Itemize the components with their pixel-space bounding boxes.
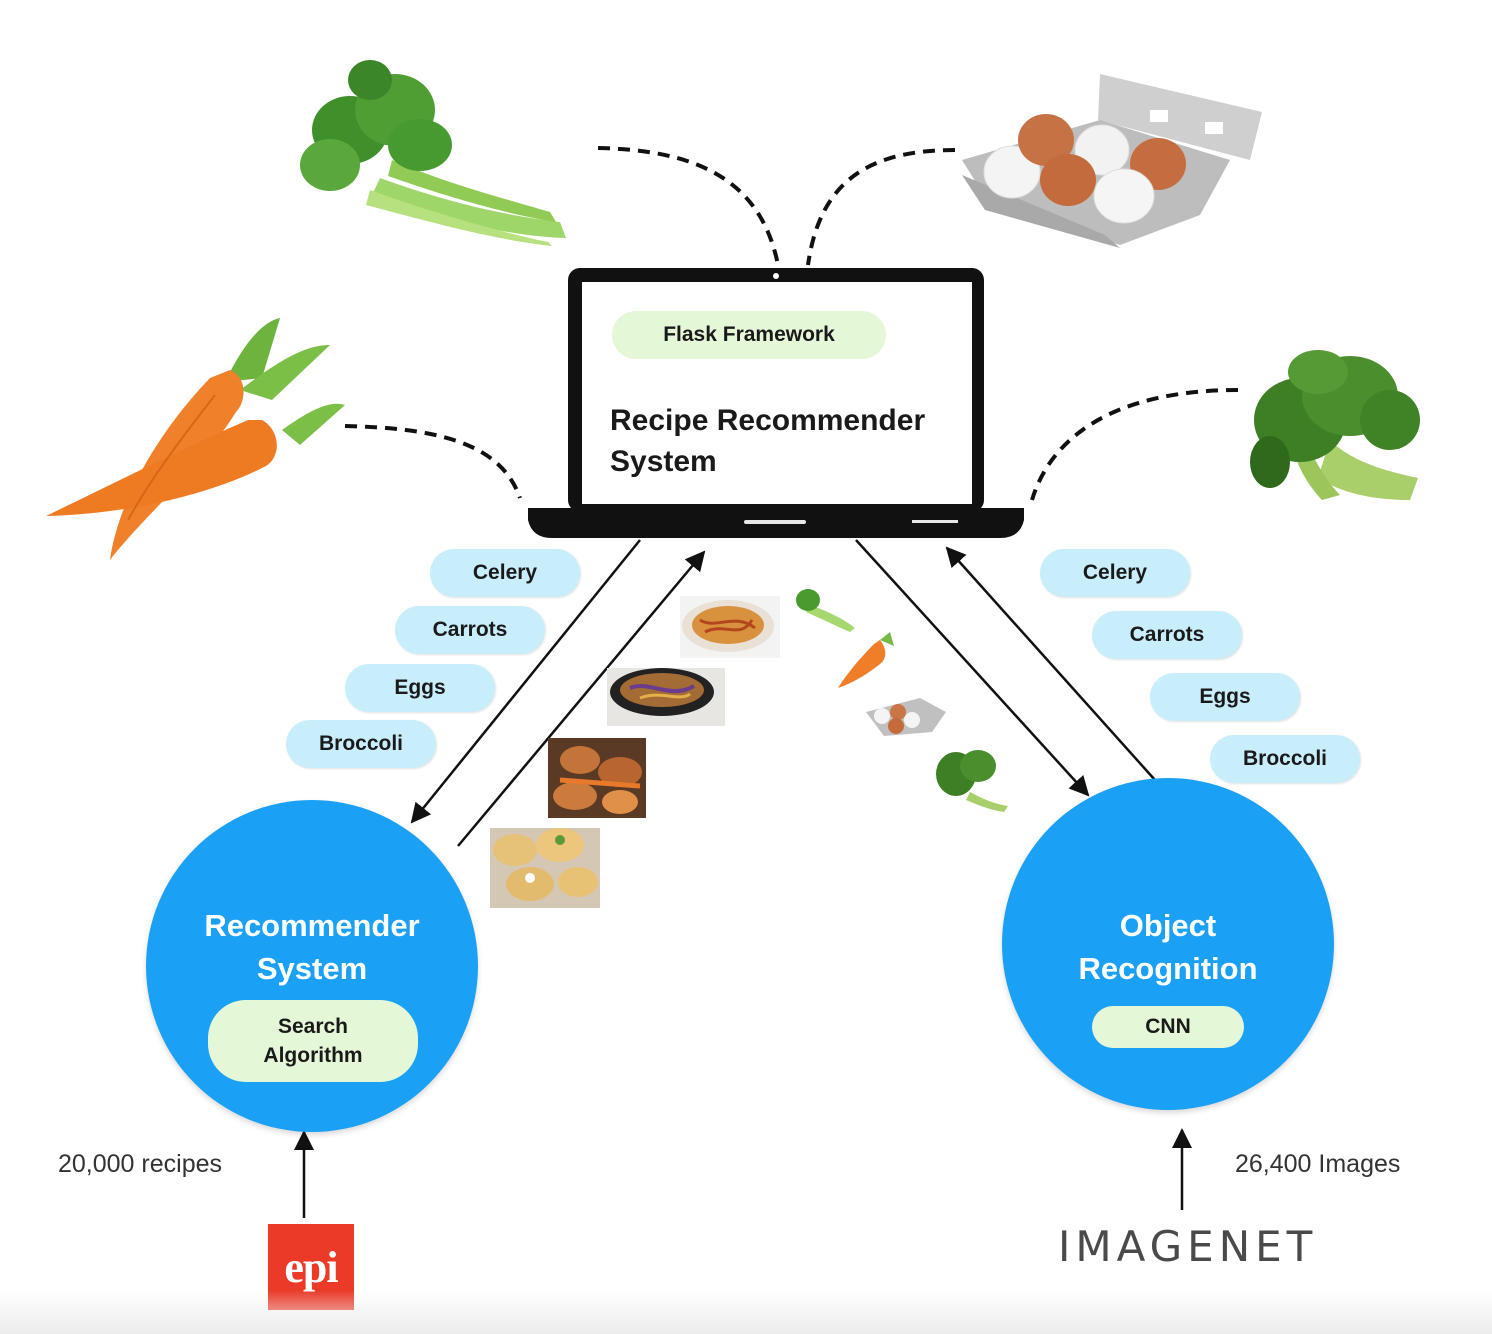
right-ingredient-label: Broccoli bbox=[1242, 747, 1328, 770]
recognition-to-laptop-arrow bbox=[945, 546, 1156, 781]
dumplings-dish-thumbnail bbox=[490, 828, 600, 908]
recipes-count-caption: 20,000 recipes bbox=[58, 1150, 223, 1178]
flow-arrows bbox=[294, 539, 1192, 1218]
eggs-thumbnail bbox=[866, 698, 946, 736]
carrots-connector bbox=[344, 424, 522, 499]
right-ingredient-pill: Eggs bbox=[1150, 673, 1300, 721]
right-ingredient-label: Celery bbox=[1082, 561, 1148, 584]
recognition-title-line1: Object bbox=[1119, 908, 1217, 943]
imagenet-logo: IMAGENET bbox=[1058, 1222, 1317, 1271]
broccoli-thumbnail bbox=[936, 750, 1008, 812]
right-ingredient-label: Carrots bbox=[1129, 623, 1205, 646]
left-ingredient-label: Eggs bbox=[394, 676, 446, 699]
left-ingredient-label: Broccoli bbox=[318, 732, 404, 755]
laptop-title-line2: System bbox=[610, 445, 717, 478]
recognition-title: Object Recognition bbox=[1002, 904, 1334, 990]
broccoli-image bbox=[1250, 350, 1420, 500]
carrots-thumbnail bbox=[838, 632, 894, 688]
left-ingredient-pill: Carrots bbox=[395, 606, 545, 654]
laptop-trackpad-line bbox=[744, 520, 806, 524]
right-ingredient-label: Eggs bbox=[1199, 685, 1251, 708]
right-ingredient-pill: Broccoli bbox=[1210, 735, 1360, 783]
epi-logo-text: epi bbox=[284, 1242, 338, 1292]
recommender-title-line2: System bbox=[256, 951, 368, 986]
cnn-pill: CNN bbox=[1092, 1006, 1244, 1048]
left-ingredient-pill: Broccoli bbox=[286, 720, 436, 768]
cnn-label: CNN bbox=[1145, 1015, 1191, 1038]
flask-framework-label: Flask Framework bbox=[663, 323, 835, 346]
search-algorithm-line1: Search bbox=[277, 1015, 349, 1038]
recommender-system-circle: Recommender System Search Algorithm bbox=[146, 800, 478, 1132]
left-ingredient-label: Celery bbox=[472, 561, 538, 584]
recognition-title-line2: Recognition bbox=[1078, 951, 1258, 986]
search-algorithm-pill: Search Algorithm bbox=[208, 1000, 418, 1082]
broccoli-connector bbox=[1030, 388, 1239, 501]
laptop-indicator-line bbox=[912, 520, 958, 523]
left-ingredient-label: Carrots bbox=[432, 618, 508, 641]
eggs-carton-image bbox=[962, 74, 1262, 248]
left-ingredient-pill: Celery bbox=[430, 549, 580, 597]
left-ingredient-pill: Eggs bbox=[345, 664, 495, 712]
chicken-carrots-dish-thumbnail bbox=[548, 738, 646, 818]
eggs-connector bbox=[806, 148, 956, 266]
celery-image bbox=[300, 60, 566, 246]
celery-thumbnail bbox=[796, 589, 855, 632]
stirfry-dish-thumbnail bbox=[607, 668, 725, 726]
celery-connector bbox=[597, 146, 780, 266]
right-ingredient-pill: Celery bbox=[1040, 549, 1190, 597]
dashed-connectors bbox=[344, 146, 1239, 501]
flask-framework-pill: Flask Framework bbox=[612, 311, 886, 359]
ingredient-thumbnails bbox=[796, 589, 1008, 812]
object-recognition-circle: Object Recognition CNN bbox=[1002, 778, 1334, 1110]
laptop-camera bbox=[773, 273, 779, 279]
recommender-title: Recommender System bbox=[146, 904, 478, 990]
laptop-title-line1: Recipe Recommender bbox=[610, 404, 926, 437]
laptop-to-recommender-arrow bbox=[410, 539, 641, 824]
carrots-image bbox=[46, 318, 345, 560]
images-count-caption: 26,400 Images bbox=[1235, 1150, 1401, 1178]
recommender-title-line1: Recommender bbox=[204, 908, 420, 943]
laptop-to-recognition-arrow bbox=[855, 539, 1090, 797]
pasta-dish-thumbnail bbox=[680, 596, 780, 658]
recommender-to-laptop-arrow bbox=[457, 550, 706, 847]
right-ingredient-pill: Carrots bbox=[1092, 611, 1242, 659]
bottom-fade bbox=[0, 1290, 1492, 1334]
recipe-thumbnails bbox=[490, 596, 780, 908]
imagenet-logo-text: IMAGENET bbox=[1058, 1222, 1318, 1271]
search-algorithm-line2: Algorithm bbox=[263, 1044, 363, 1067]
laptop-title: Recipe Recommender System bbox=[610, 400, 925, 482]
